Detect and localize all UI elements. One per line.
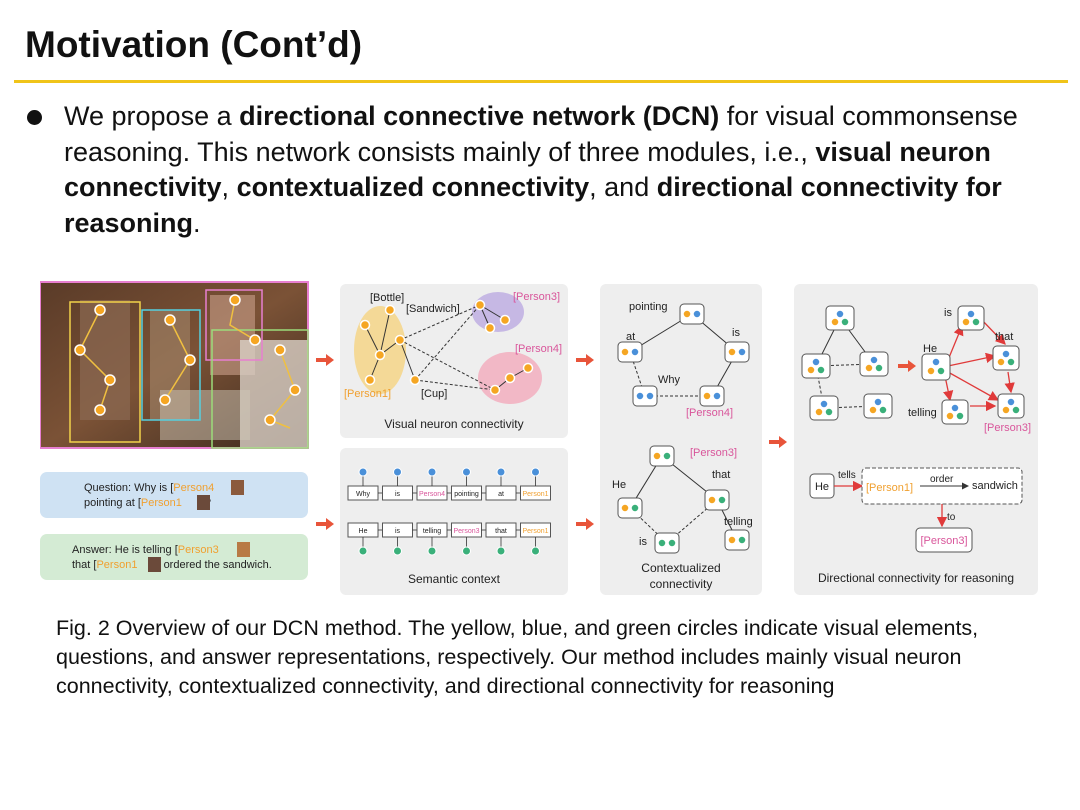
person4-thumbnail [231, 480, 244, 495]
semantic-row-question: Why is Person4 pointing at Person1 [347, 467, 551, 501]
bullet-icon [27, 110, 42, 125]
svg-text:Visual neuron connectivity: Visual neuron connectivity [384, 417, 523, 431]
token-dot [496, 546, 506, 556]
figure-caption: Fig. 2 Overview of our DCN method. The y… [56, 616, 979, 698]
token-dot [531, 546, 540, 556]
svg-text:[Person3]: [Person3] [513, 291, 560, 303]
token-label: is [395, 491, 401, 498]
arrow-right-icon [769, 436, 787, 448]
svg-text:is: is [944, 307, 952, 319]
svg-text:Answer: He is telling [Person3: Answer: He is telling [Person3] [72, 544, 242, 556]
svg-text:Question: Why is [Person4]: Question: Why is [Person4] [84, 482, 237, 494]
bullet-text-2: for visual commonsense reasoning. This n… [64, 101, 1018, 167]
svg-text:is: is [639, 536, 647, 548]
scene-photo [40, 281, 309, 449]
svg-text:He: He [923, 343, 937, 355]
token-label: is [395, 528, 401, 535]
svg-text:[Person1]: [Person1] [344, 388, 391, 400]
token-label: telling [423, 528, 441, 535]
arrow-right-icon [898, 360, 916, 372]
bullet-paragraph: We propose a directional connective netw… [64, 99, 1054, 241]
token-dot [393, 546, 402, 556]
token-label: that [495, 528, 507, 535]
bullet-bold-visual: visual neuron connectivity [64, 136, 991, 203]
person1-thumbnail-answer [148, 557, 161, 572]
svg-text:[Sandwich]: [Sandwich] [406, 303, 460, 315]
svg-text:Why: Why [658, 374, 681, 386]
svg-text:that: that [995, 331, 1013, 343]
svg-text:He: He [815, 481, 829, 493]
svg-text:sandwich: sandwich [972, 480, 1018, 492]
svg-text:[Person3]: [Person3] [984, 422, 1031, 434]
svg-text:is: is [732, 327, 740, 339]
svg-text:[Bottle]: [Bottle] [370, 292, 404, 304]
svg-text:order: order [930, 474, 954, 485]
svg-text:[Person3]: [Person3] [920, 535, 967, 547]
token-dot [393, 467, 402, 477]
token-label: at [498, 491, 504, 498]
bullet-bold-reasoning: directional connectivity for reasoning [64, 172, 1002, 238]
token-label: Person1 [522, 528, 548, 535]
person1-thumbnail [197, 495, 210, 510]
bullet-bold-context: contextualized connectivity [236, 172, 590, 202]
arrow-right-icon [576, 518, 594, 530]
svg-text:at: at [626, 331, 635, 343]
token-dot [496, 467, 506, 477]
arrow-right-icon [316, 354, 334, 366]
token-dot [427, 467, 437, 477]
svg-text:He: He [612, 479, 626, 491]
svg-text:[Cup]: [Cup] [421, 388, 447, 400]
answer-box: Answer: He is telling [Person3] that [Pe… [40, 534, 308, 580]
contextualized-panel: pointing at is Why [Person4] [Person3] H… [600, 284, 762, 595]
bullet-text-1: We propose a [64, 101, 240, 131]
arrow-right-icon [576, 354, 594, 366]
token-label: He [359, 528, 368, 535]
svg-text:Semantic context: Semantic context [408, 572, 501, 586]
svg-text:that [Person1] ordered the san: that [Person1] ordered the sandwich. [72, 559, 272, 571]
person3-thumbnail [237, 542, 250, 557]
arrow-right-icon [316, 518, 334, 530]
token-dot [358, 467, 368, 477]
bullet-text-4: , and [589, 172, 657, 202]
token-dot [427, 546, 437, 556]
svg-text:[Person4]: [Person4] [686, 407, 733, 419]
svg-text:pointing: pointing [629, 301, 668, 313]
svg-text:telling: telling [724, 516, 753, 528]
bullet-bold-dcn: directional connective network (DCN) [239, 101, 720, 131]
svg-text:telling: telling [908, 407, 937, 419]
bullet-text-5: . [193, 207, 201, 238]
token-label: Person3 [453, 528, 479, 535]
token-dot [462, 546, 471, 556]
svg-text:Directional connectivity for r: Directional connectivity for reasoning [818, 571, 1014, 585]
token-label: pointing [454, 491, 479, 498]
svg-text:tells: tells [838, 470, 856, 481]
svg-text:[Person4]: [Person4] [515, 343, 562, 355]
svg-text:[Person1]: [Person1] [866, 482, 913, 494]
bullet-text-3: , [221, 172, 237, 202]
visual-neuron-panel: [Bottle] [Sandwich] [Person3] [Person4] … [340, 284, 568, 438]
token-label: Person4 [419, 491, 445, 498]
token-label: Why [356, 491, 371, 498]
svg-text:connectivity: connectivity [650, 577, 713, 591]
directional-panel: is that He telling [Person3] He tells [P… [794, 284, 1038, 595]
svg-text:Contextualized: Contextualized [641, 561, 720, 575]
svg-text:to: to [947, 512, 956, 523]
slide-title: Motivation (Cont’d) [25, 24, 363, 65]
dcn-overview-figure: Question: Why is [Person4] pointing at [… [40, 280, 1040, 600]
svg-text:that: that [712, 469, 730, 481]
svg-text:[Person3]: [Person3] [690, 447, 737, 459]
token-dot [358, 546, 368, 556]
semantic-row-answer: He is telling Person3 that Person1 [347, 522, 551, 556]
question-box: Question: Why is [Person4] pointing at [… [40, 472, 308, 518]
token-dot [531, 467, 540, 477]
token-dot [462, 467, 471, 477]
title-underline [14, 80, 1068, 83]
token-label: Person1 [522, 491, 548, 498]
